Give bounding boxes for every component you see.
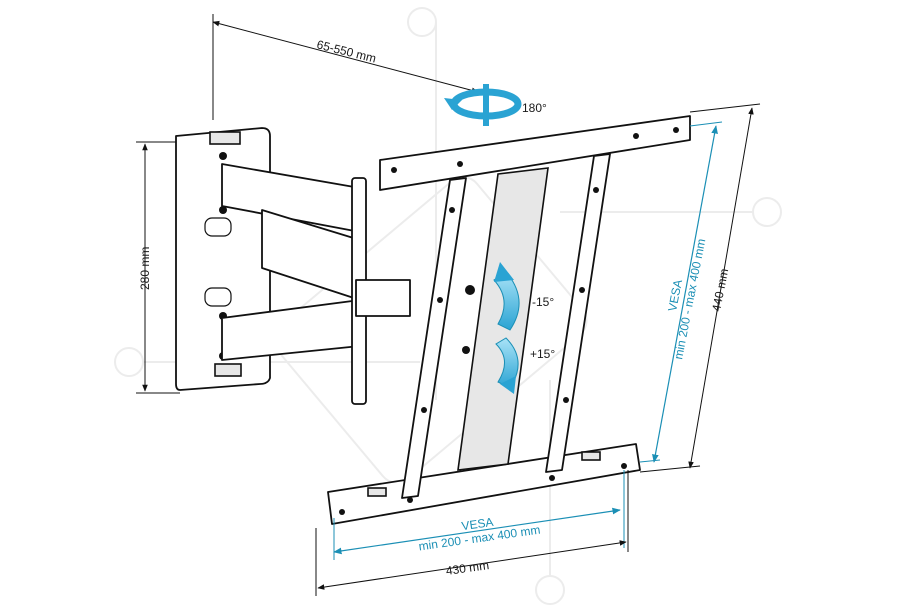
depth-dimension: 65-550 mm <box>212 14 479 120</box>
total-width-label: 430 mm <box>445 558 490 578</box>
total-width-dimension: 430 mm <box>315 470 629 596</box>
rotation-arrow-icon: 180° <box>444 84 547 126</box>
vesa-vertical-title: VESA <box>665 278 685 312</box>
tilt-arrows-icon: -15° +15° <box>493 262 555 394</box>
total-height-dimension: 440 mm <box>639 103 761 473</box>
total-height-label: 440 mm <box>709 267 731 312</box>
articulating-arms <box>221 163 411 405</box>
rotation-label: 180° <box>522 101 547 115</box>
vesa-horizontal-title: VESA <box>461 515 495 533</box>
wall-height-label: 280 mm <box>138 247 152 290</box>
wall-height-dimension: 280 mm <box>136 141 180 394</box>
tilt-down-label: +15° <box>530 347 555 361</box>
depth-label: 65-550 mm <box>315 37 377 65</box>
vesa-vertical-dimension: VESA min 200 - max 400 mm <box>639 121 723 463</box>
tilt-up-label: -15° <box>532 295 554 309</box>
